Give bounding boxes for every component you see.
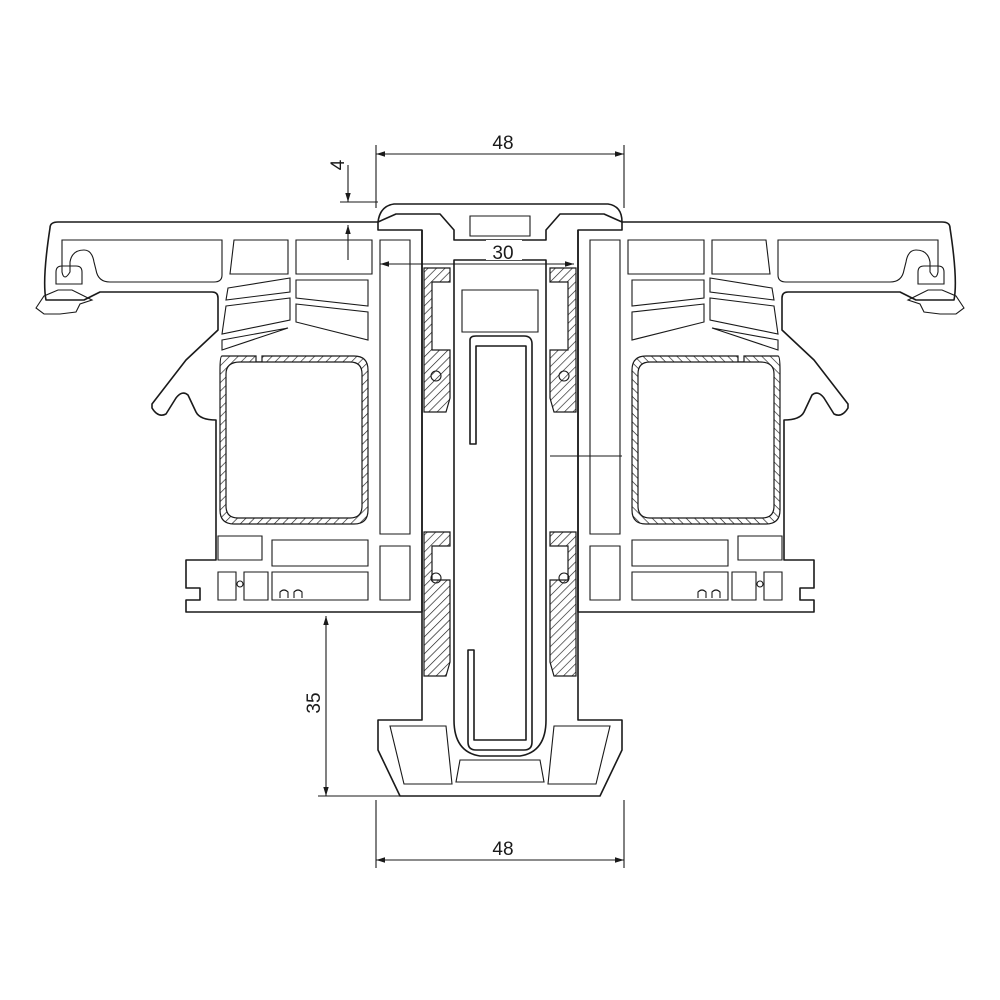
dimension-top-width: 48 [492, 133, 513, 154]
dimension-lip-height: 4 [328, 159, 349, 170]
dimension-lines [318, 145, 625, 868]
dimension-inner-width: 30 [492, 243, 513, 264]
left-sash-profile [35, 221, 423, 613]
dimension-bottom-height: 35 [304, 692, 325, 713]
central-mullion [377, 203, 623, 797]
right-sash-profile [577, 221, 965, 613]
dimension-bottom-width: 48 [492, 839, 513, 860]
